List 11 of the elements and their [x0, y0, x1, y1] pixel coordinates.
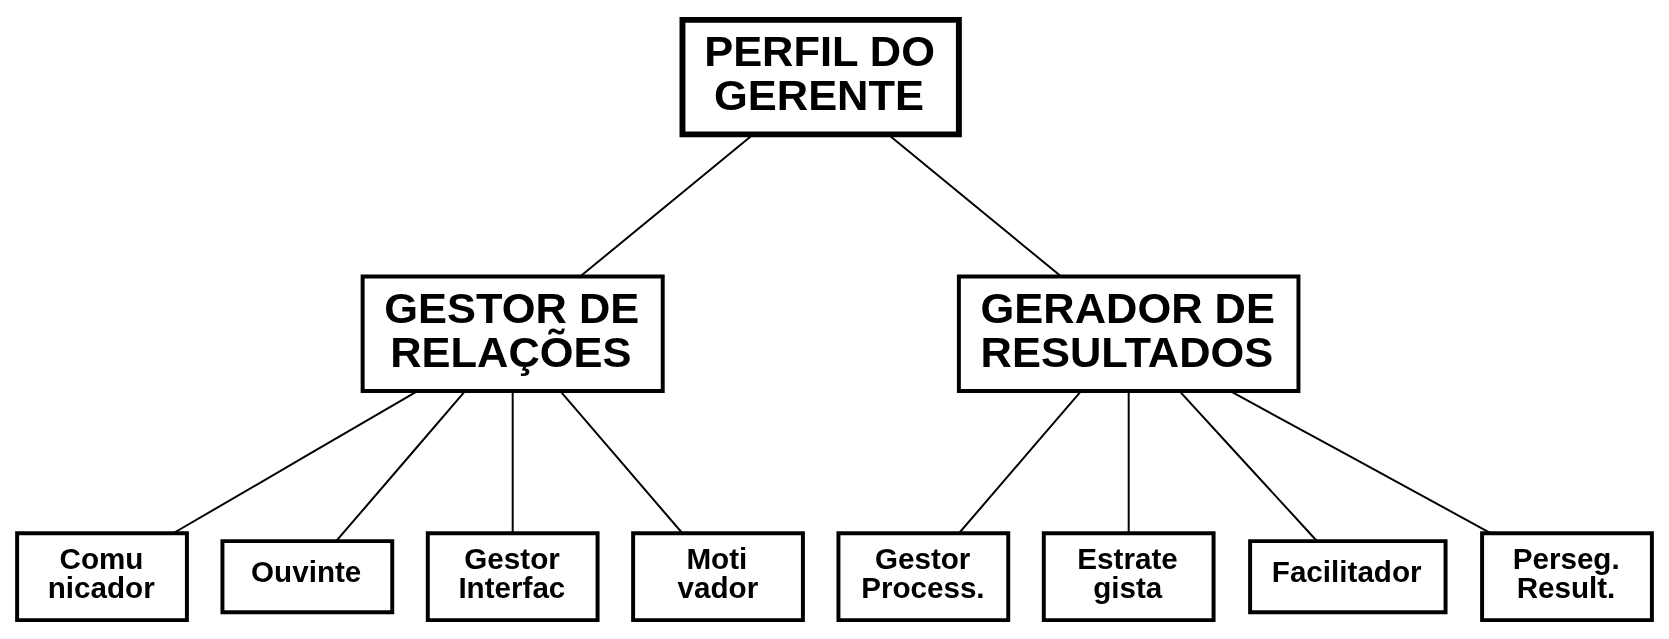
node-box: Gestor Interfac [425, 530, 600, 622]
node-box: PERFIL DO GERENTE [679, 16, 962, 137]
node-box: Comu nicador [15, 530, 189, 622]
node-box: Ouvinte [220, 538, 395, 614]
node-box: GERADOR DE RESULTADOS [956, 274, 1301, 393]
node-box: Gestor Process. [836, 530, 1011, 622]
node-box: Moti vador [631, 530, 805, 622]
node-box: Perseg. Result. [1480, 530, 1654, 622]
node-box: Facilitador [1248, 538, 1448, 614]
node-box: GESTOR DE RELAÇÕES [360, 274, 665, 393]
node-box: Estrate gista [1041, 530, 1216, 622]
